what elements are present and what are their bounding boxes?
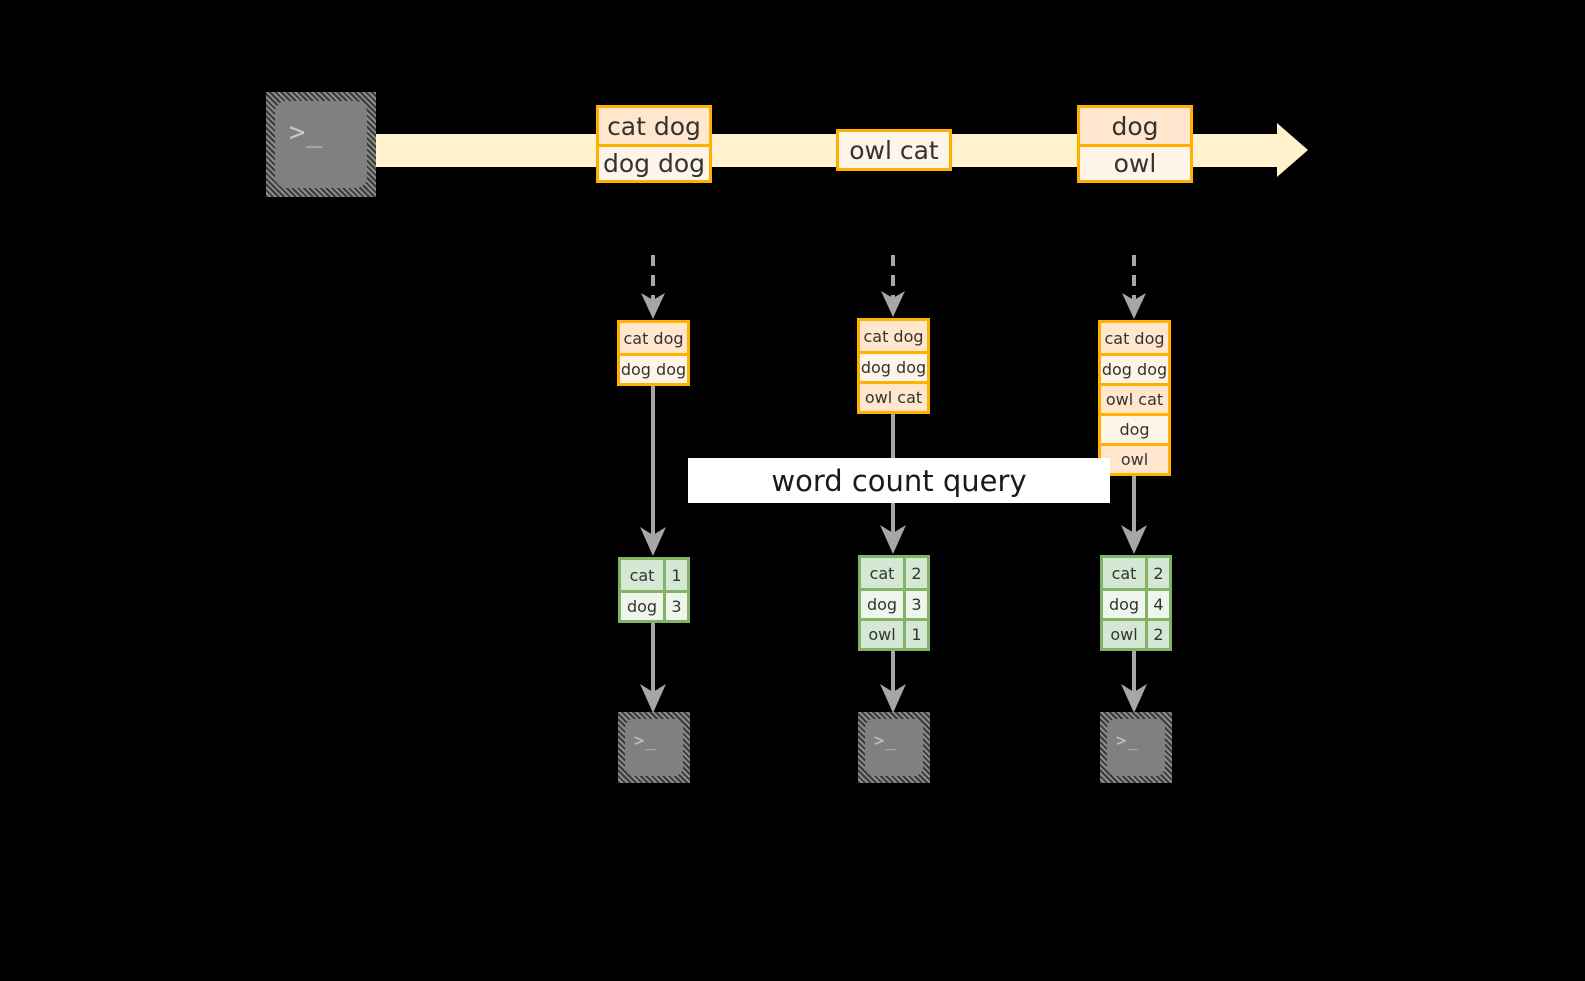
terminal-prompt-icon: >_ — [634, 731, 657, 751]
accumulated-line: dog — [1101, 413, 1168, 443]
table-row: dog 3 — [861, 588, 927, 618]
accumulated-line: cat dog — [620, 323, 687, 353]
accumulated-line: owl cat — [860, 381, 927, 411]
sink-terminal-screen: >_ — [1107, 719, 1165, 776]
result-word: owl — [861, 621, 903, 648]
result-word: dog — [1103, 591, 1145, 618]
result-table-2[interactable]: cat 2 dog 3 owl 1 — [858, 555, 930, 651]
batch-line: cat dog — [599, 108, 709, 144]
accumulated-line: cat dog — [860, 321, 927, 351]
sink-arrow-1 — [640, 623, 666, 713]
result-word: dog — [621, 593, 663, 620]
table-row: cat 2 — [861, 558, 927, 588]
result-count: 1 — [903, 621, 927, 648]
batch-line: dog — [1080, 108, 1190, 144]
source-terminal[interactable]: >_ — [266, 92, 376, 197]
dashed-arrow-snapshot-1 — [641, 255, 665, 319]
result-count: 1 — [663, 560, 687, 590]
result-word: cat — [861, 558, 903, 588]
result-word: cat — [1103, 558, 1145, 588]
sink-terminal-screen: >_ — [865, 719, 923, 776]
table-row: owl 1 — [861, 618, 927, 648]
timeline-batch-2[interactable]: owl cat — [836, 129, 952, 171]
query-arrow-3 — [1121, 476, 1147, 554]
result-count: 4 — [1145, 591, 1169, 618]
sink-arrow-3 — [1121, 651, 1147, 713]
accumulated-line: dog dog — [620, 353, 687, 383]
terminal-prompt-icon: >_ — [1116, 731, 1139, 751]
sink-terminal-2[interactable]: >_ — [858, 712, 930, 783]
terminal-prompt-icon: >_ — [289, 117, 324, 148]
result-word: owl — [1103, 621, 1145, 648]
dashed-arrow-snapshot-2 — [881, 255, 905, 317]
batch-line: dog dog — [599, 144, 709, 180]
result-count: 2 — [1145, 621, 1169, 648]
result-count: 2 — [1145, 558, 1169, 588]
timeline-batch-3[interactable]: dog owl — [1077, 105, 1193, 183]
dashed-arrow-snapshot-3 — [1122, 255, 1146, 319]
result-count: 3 — [663, 593, 687, 620]
terminal-prompt-icon: >_ — [874, 731, 897, 751]
table-row: dog 4 — [1103, 588, 1169, 618]
result-count: 3 — [903, 591, 927, 618]
result-count: 2 — [903, 558, 927, 588]
accumulated-line: dog dog — [860, 351, 927, 381]
table-row: dog 3 — [621, 590, 687, 620]
sink-terminal-3[interactable]: >_ — [1100, 712, 1172, 783]
result-table-1[interactable]: cat 1 dog 3 — [618, 557, 690, 623]
accumulated-line: owl cat — [1101, 383, 1168, 413]
table-row: owl 2 — [1103, 618, 1169, 648]
batch-line: owl — [1080, 144, 1190, 180]
accumulated-input-3[interactable]: cat dog dog dog owl cat dog owl — [1098, 320, 1171, 476]
table-row: cat 1 — [621, 560, 687, 590]
result-word: dog — [861, 591, 903, 618]
table-row: cat 2 — [1103, 558, 1169, 588]
query-label-text: word count query — [771, 463, 1027, 498]
sink-arrow-2 — [880, 651, 906, 713]
result-table-3[interactable]: cat 2 dog 4 owl 2 — [1100, 555, 1172, 651]
timeline-batch-1[interactable]: cat dog dog dog — [596, 105, 712, 183]
sink-terminal-screen: >_ — [625, 719, 683, 776]
accumulated-line: owl — [1101, 443, 1168, 473]
timeline-arrow-head — [1277, 123, 1308, 177]
batch-line: owl cat — [839, 132, 949, 168]
source-terminal-screen: >_ — [275, 101, 367, 188]
accumulated-line: dog dog — [1101, 353, 1168, 383]
accumulated-input-1[interactable]: cat dog dog dog — [617, 320, 690, 386]
sink-terminal-1[interactable]: >_ — [618, 712, 690, 783]
query-arrow-1 — [640, 386, 666, 556]
accumulated-line: cat dog — [1101, 323, 1168, 353]
accumulated-input-2[interactable]: cat dog dog dog owl cat — [857, 318, 930, 414]
query-label: word count query — [688, 458, 1110, 503]
result-word: cat — [621, 560, 663, 590]
